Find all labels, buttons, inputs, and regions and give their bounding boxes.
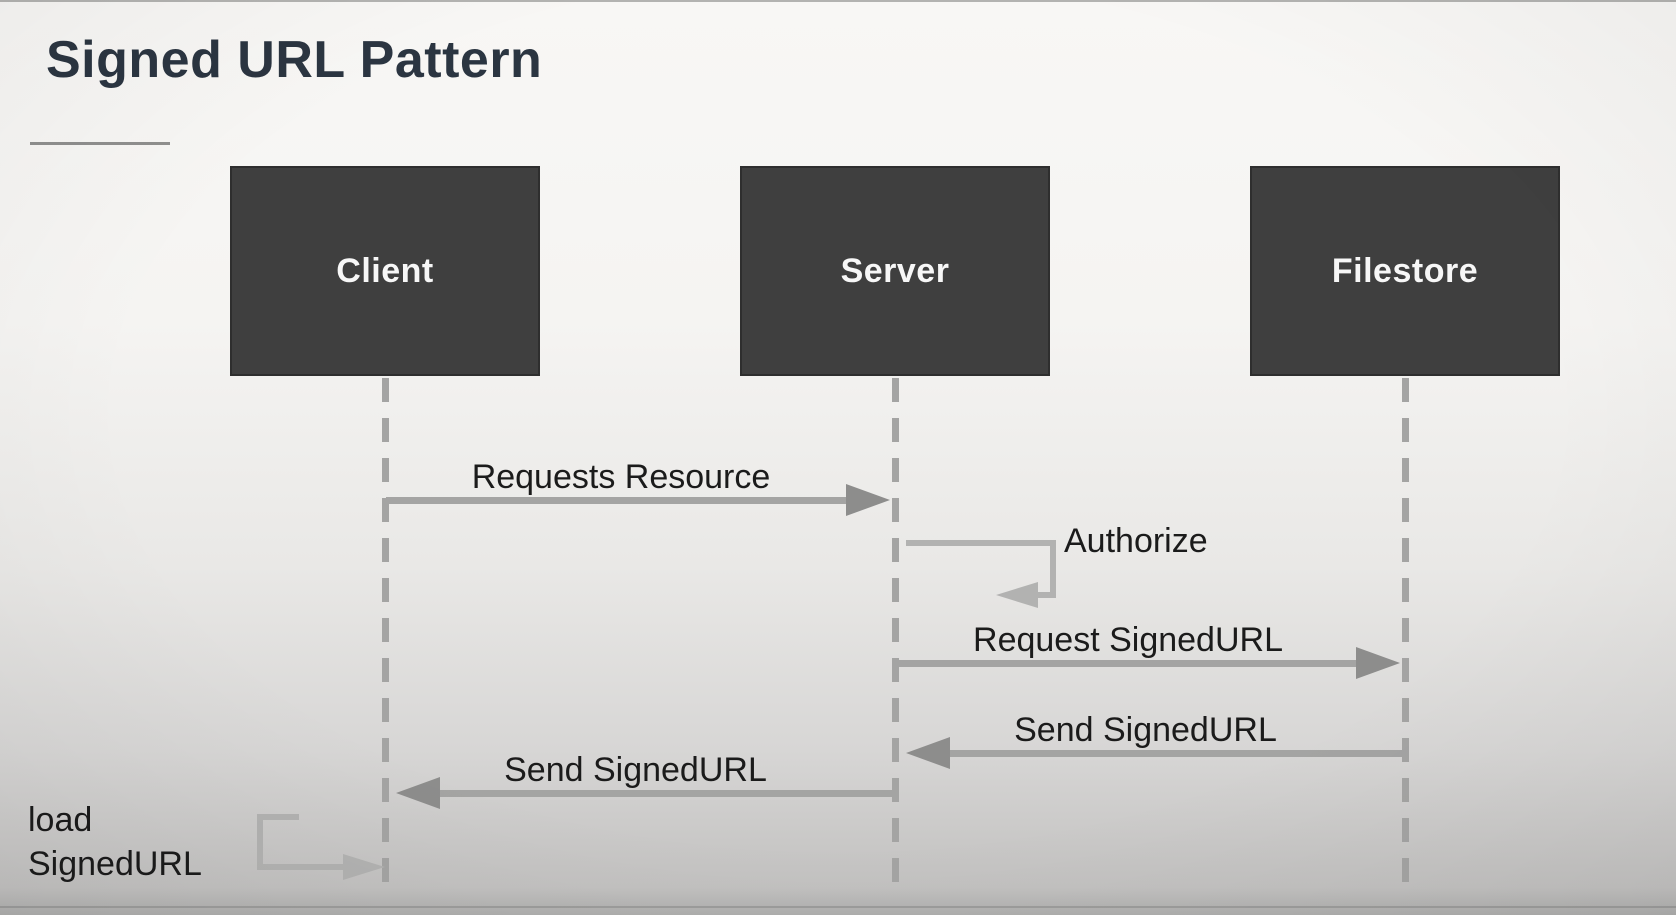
self-loop-top-line (906, 540, 1056, 546)
self-loop-top-line (257, 814, 299, 820)
arrowhead-right-icon (343, 854, 385, 880)
self-loop-return-line (257, 864, 345, 870)
actor-box-client: Client (230, 166, 540, 376)
top-edge-line (0, 0, 1676, 2)
arrowhead-left-icon (906, 737, 950, 769)
message-label: Requests Resource (471, 458, 771, 496)
self-loop-side-line (257, 814, 263, 870)
title-underline (30, 142, 170, 145)
message-label: Send SignedURL (504, 751, 767, 789)
arrowhead-left-icon (996, 582, 1038, 608)
message-label: Send SignedURL (1014, 711, 1277, 749)
arrowhead-left-icon (396, 777, 440, 809)
lifeline-client (382, 378, 389, 893)
actor-box-server: Server (740, 166, 1050, 376)
message-arrow-shaft (386, 497, 848, 504)
actor-label-client: Client (336, 251, 434, 290)
message-arrow-shaft (440, 790, 892, 797)
arrowhead-right-icon (846, 484, 890, 516)
actor-box-filestore: Filestore (1250, 166, 1560, 376)
message-label: load SignedURL (28, 801, 202, 883)
self-loop-return-line (1034, 592, 1056, 598)
lifeline-filestore (1402, 378, 1409, 893)
message-label: Request SignedURL (973, 621, 1283, 659)
arrowhead-right-icon (1356, 647, 1400, 679)
self-loop-side-line (1050, 540, 1056, 598)
message-label: Authorize (1064, 522, 1208, 560)
lifeline-server (892, 378, 899, 893)
message-arrow-shaft (950, 750, 1402, 757)
bottom-edge-line (0, 906, 1676, 908)
message-arrow-shaft (898, 660, 1358, 667)
diagram-title: Signed URL Pattern (46, 31, 543, 89)
actor-label-server: Server (840, 251, 950, 290)
actor-label-filestore: Filestore (1331, 251, 1479, 290)
